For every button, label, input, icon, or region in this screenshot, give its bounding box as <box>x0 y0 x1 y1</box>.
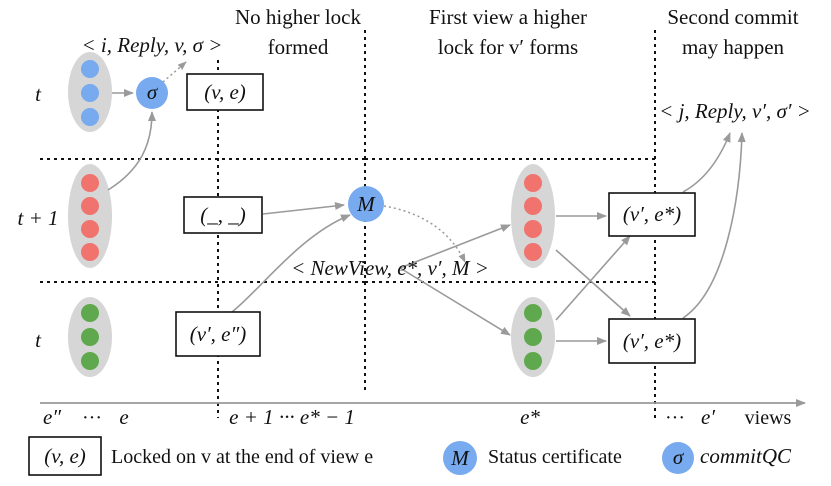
arrow-newview-to-green <box>399 267 511 336</box>
legend-status-certificate-icon <box>443 441 477 475</box>
arrow-newview-to-red <box>399 224 511 269</box>
legend-commitqc-icon <box>662 442 694 474</box>
replica-group-green-right <box>511 297 555 377</box>
lock-box-bottom-label: (v′, e″) <box>190 322 246 346</box>
axis-label-e-prime: e′ <box>701 405 715 429</box>
axis-label-e: e <box>119 405 128 429</box>
commitqc-sigma-label: σ <box>147 80 159 104</box>
replica-group-red-right <box>511 164 555 268</box>
arrow-red-to-sigma <box>107 111 156 191</box>
arrow-lock-bot-to-reply <box>682 132 746 319</box>
lock-box-top <box>186 73 264 111</box>
commitqc-sigma-circle <box>136 77 168 109</box>
legend-lock-box-label: (v, e) <box>44 444 86 468</box>
legend-commitqc-text: commitQC <box>700 444 792 468</box>
newview-message: < NewView, e*, v′, M > <box>291 256 489 280</box>
arrow-sigma-to-reply <box>162 61 187 83</box>
row-label-top: t <box>35 82 42 106</box>
replica-group-blue <box>68 52 112 132</box>
legend-status-certificate-symbol: M <box>450 446 470 470</box>
header-higher-lock-line2: lock for v′ forms <box>438 35 578 59</box>
legend-commitqc-symbol: σ <box>673 445 685 469</box>
arrow-M-to-newview <box>383 205 466 263</box>
header-no-higher-lock-line2: formed <box>268 35 329 59</box>
lock-box-right-mid <box>608 192 696 237</box>
lock-box-top-label: (v, e) <box>204 80 246 104</box>
legend-lock-description: Locked on v at the end of view e <box>111 446 373 468</box>
lock-box-empty <box>183 196 263 234</box>
lock-box-right-bot-label: (v′, e*) <box>623 329 681 353</box>
legend-status-certificate-text: Status certificate <box>488 446 622 468</box>
arrow-lock-mid-to-reply <box>682 132 731 193</box>
axis-label-e-star: e* <box>520 405 540 429</box>
header-second-commit-line2: may happen <box>682 35 785 59</box>
lock-box-right-mid-label: (v′, e*) <box>623 202 681 226</box>
lock-box-right-bot <box>608 318 696 364</box>
arrow-red-to-lock-bot <box>555 249 631 317</box>
status-certificate-circle <box>348 186 384 222</box>
status-certificate-label: M <box>356 192 376 216</box>
header-no-higher-lock-line1: No higher lock <box>235 5 361 29</box>
axis-label-views: views <box>745 407 792 429</box>
arrow-empty-lock-to-M <box>262 202 345 215</box>
replica-group-green-left <box>68 297 112 377</box>
lock-box-bottom <box>175 311 261 357</box>
arrow-green-to-lock-mid <box>555 235 631 321</box>
header-higher-lock-line1: First view a higher <box>429 5 587 29</box>
arrow-old-lock-to-M <box>231 214 351 313</box>
header-second-commit-line1: Second commit <box>667 5 798 29</box>
row-label-bottom: t <box>35 328 42 352</box>
axis-label-dots-left: ··· <box>82 407 102 429</box>
axis-label-e-double-prime: e″ <box>43 405 61 429</box>
row-label-middle: t + 1 <box>17 206 58 230</box>
reply-message-i: < i, Reply, v, σ > <box>82 33 223 57</box>
lock-box-empty-label: (_, _) <box>200 203 246 227</box>
axis-label-dots-right: ··· <box>665 407 685 429</box>
reply-message-j: < j, Reply, v′, σ′ > <box>659 99 811 123</box>
axis-label-e-plus-1: e + 1 ··· e* − 1 <box>229 405 355 429</box>
legend-lock-box <box>28 436 102 476</box>
replica-group-red-left <box>68 164 112 268</box>
